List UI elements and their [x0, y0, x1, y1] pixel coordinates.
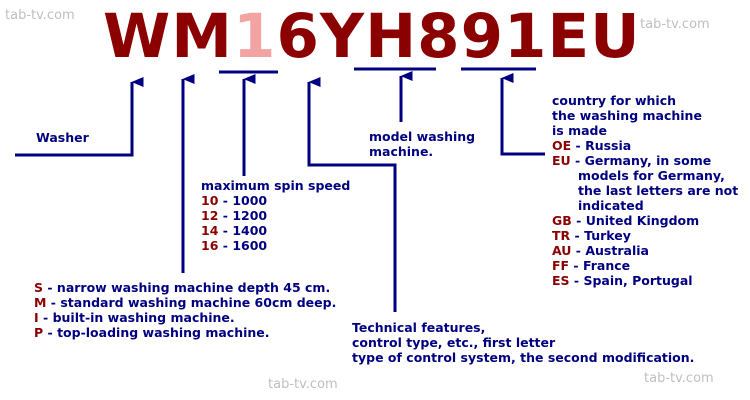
technical-features-line: type of control system, the second modif…: [352, 350, 695, 365]
spin-speed-title: maximum spin speed: [201, 178, 351, 193]
washer-label: Washer: [36, 130, 89, 145]
spin-speed-item: 12 - 1200: [201, 208, 268, 223]
model-code-depth-part: 1: [233, 1, 277, 72]
model-code-washer-part: WM: [103, 1, 233, 72]
model-label-line: model washing: [369, 129, 476, 144]
model-code-rest-part: 6YH891EU: [276, 1, 641, 72]
country-item: AU - Australia: [552, 243, 649, 258]
machine-type-item: I - built-in washing machine.: [34, 310, 235, 325]
model-code: WM16YH891EU: [103, 2, 641, 72]
country-block: country for which the washing machine is…: [552, 93, 738, 288]
machine-type-item: M - standard washing machine 60cm deep.: [34, 295, 337, 310]
country-intro-line: is made: [552, 123, 607, 138]
country-item: EU - Germany, in some: [552, 153, 712, 168]
country-item: ES - Spain, Portugal: [552, 273, 693, 288]
watermark: tab-tv.com: [268, 377, 338, 392]
arrow-washer: [15, 77, 144, 157]
technical-features-line: Technical features,: [352, 320, 486, 335]
country-item: OE - Russia: [552, 138, 632, 153]
country-item-continuation: models for Germany,: [578, 168, 725, 183]
country-item: FF - France: [552, 258, 631, 273]
spin-speed-item: 14 - 1400: [201, 223, 268, 238]
country-item: TR - Turkey: [552, 228, 631, 243]
watermark: tab-tv.com: [5, 8, 75, 23]
country-intro-line: the washing machine: [552, 108, 702, 123]
arrow-technical: [307, 77, 397, 312]
spin-speed-item: 16 - 1600: [201, 238, 268, 253]
watermark: tab-tv.com: [640, 17, 710, 32]
spin-speed-item: 10 - 1000: [201, 193, 268, 208]
country-item-continuation: the last letters are not: [578, 183, 739, 198]
arrow-country: [500, 73, 545, 156]
machine-type-block: S - narrow washing machine depth 45 cm. …: [34, 280, 336, 340]
technical-features-block: Technical features, control type, etc., …: [352, 320, 694, 365]
country-item-continuation: indicated: [578, 198, 644, 213]
spin-speed-block: maximum spin speed 10 - 1000 12 - 1200 1…: [201, 178, 350, 253]
technical-features-line: control type, etc., first letter: [352, 335, 556, 350]
model-label-line: machine.: [369, 144, 434, 159]
machine-type-item: P - top-loading washing machine.: [34, 325, 270, 340]
country-intro-line: country for which: [552, 93, 677, 108]
model-label-block: model washing machine.: [369, 129, 475, 159]
watermark: tab-tv.com: [644, 371, 714, 386]
machine-type-item: S - narrow washing machine depth 45 cm.: [34, 280, 331, 295]
country-item: GB - United Kingdom: [552, 213, 700, 228]
